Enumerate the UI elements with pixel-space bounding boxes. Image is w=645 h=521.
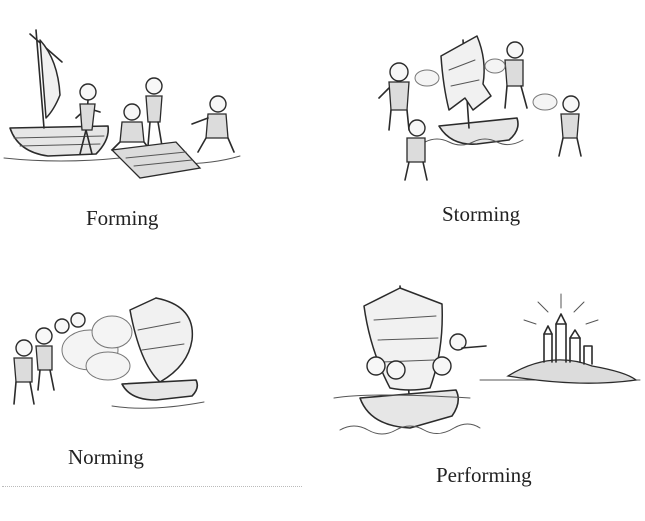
- norming-illustration: [13, 297, 205, 409]
- stage-label-performing: Performing: [436, 463, 532, 487]
- cropped-footnote-line: [2, 486, 302, 493]
- forming-illustration: [3, 29, 241, 179]
- stage-label-forming: Forming: [86, 206, 159, 230]
- norming-panel: Norming: [0, 270, 300, 480]
- performing-panel: Performing: [330, 280, 645, 500]
- stage-label-norming: Norming: [68, 445, 144, 469]
- performing-illustration: [333, 285, 641, 435]
- forming-panel: Forming: [0, 0, 300, 240]
- storming-panel: Storming: [345, 0, 645, 240]
- storming-illustration: [378, 35, 582, 181]
- stage-label-storming: Storming: [442, 202, 521, 226]
